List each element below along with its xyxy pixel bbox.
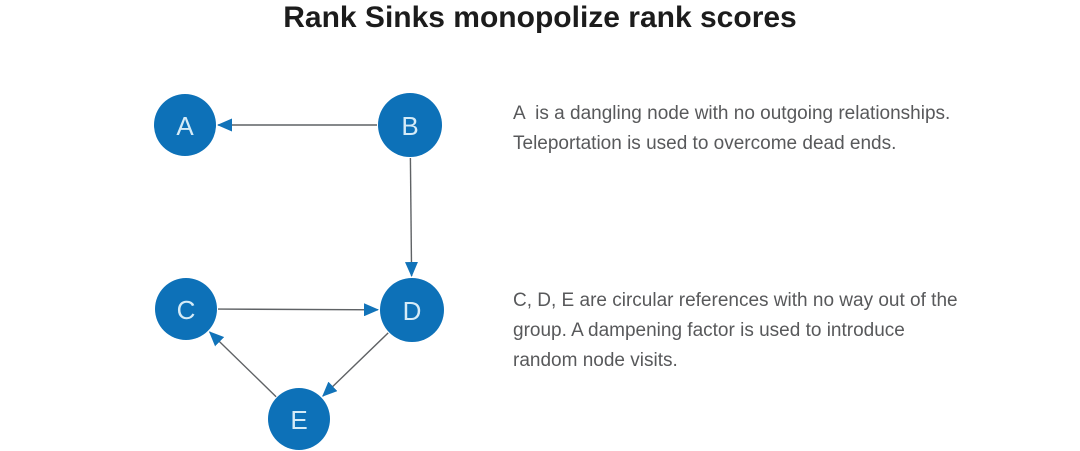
node-c	[155, 278, 217, 340]
page-title: Rank Sinks monopolize rank scores	[283, 1, 797, 34]
edge-e-to-c	[208, 331, 277, 398]
annotation-dangling-node: A is a dangling node with no outgoing re…	[513, 99, 950, 159]
node-d-label: D	[403, 296, 422, 326]
node-a	[154, 94, 216, 156]
annotation-circular-references: C, D, E are circular references with no …	[513, 286, 958, 376]
node-e	[268, 388, 330, 450]
annotation-line: Teleportation is used to overcome dead e…	[513, 133, 897, 154]
edge-c-to-d	[217, 303, 379, 317]
node-d	[380, 278, 444, 342]
annotation-line: A is a dangling node with no outgoing re…	[513, 103, 951, 124]
annotation-line: random node visits.	[513, 350, 678, 371]
node-a-label: A	[176, 111, 194, 141]
edge-b-to-d	[404, 157, 418, 277]
node-b-label: B	[401, 111, 418, 141]
edge-d-to-e	[322, 332, 389, 397]
node-c-label: C	[177, 295, 196, 325]
annotation-line: C, D, E are circular references with no …	[513, 290, 958, 311]
node-b	[378, 93, 442, 157]
node-e-label: E	[290, 405, 307, 435]
node-layer: A B C D E	[154, 93, 444, 450]
annotation-line: group. A dampening factor is used to int…	[513, 320, 905, 341]
edge-layer	[208, 118, 418, 398]
